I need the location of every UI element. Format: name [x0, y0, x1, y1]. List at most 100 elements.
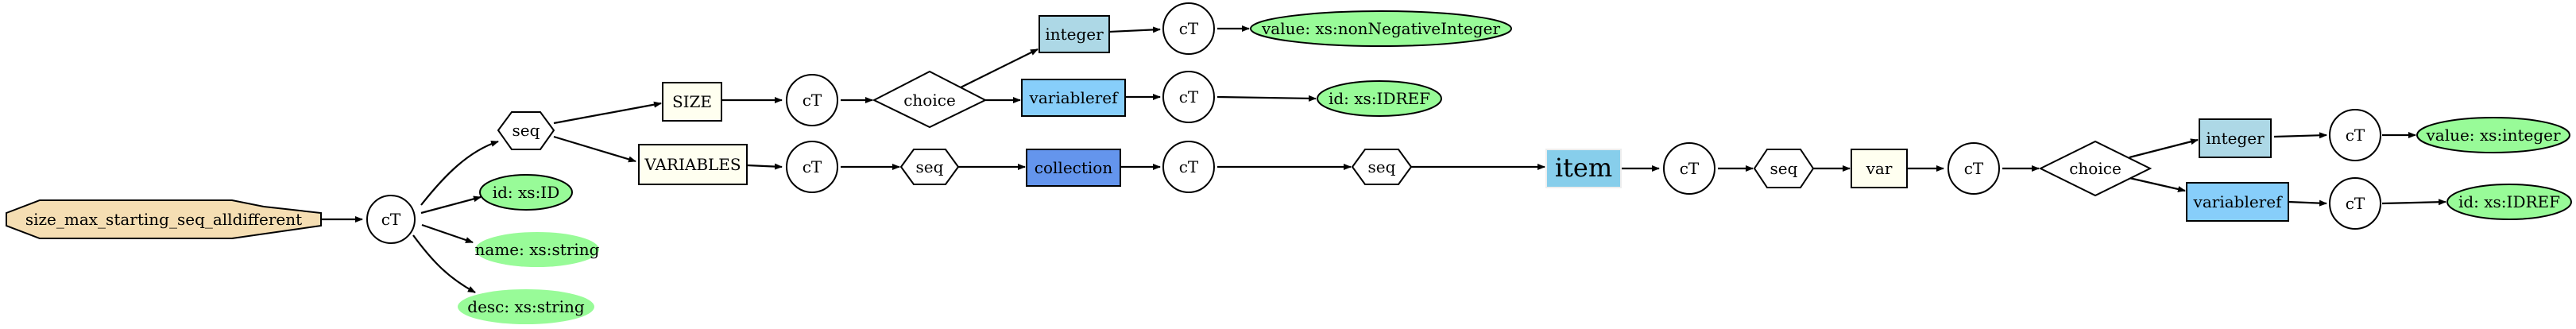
- size-box: [662, 82, 722, 122]
- var-box: [1851, 149, 1908, 188]
- choice1-node[interactable]: choice: [872, 70, 988, 129]
- ct-vars-label: cT: [803, 157, 822, 176]
- edge-ct-id: [420, 195, 482, 215]
- item-node[interactable]: item: [1545, 149, 1622, 188]
- choice1-label: choice: [903, 91, 956, 110]
- ct-varref2-circle: [2329, 177, 2381, 230]
- value-int-label: value: xs:integer: [2425, 126, 2561, 145]
- edge-choice2-integer2: [2129, 138, 2199, 159]
- seq4-hexagon: [1753, 149, 1815, 188]
- ct-vars-circle: [786, 141, 838, 193]
- ct-vars-node[interactable]: cT: [786, 141, 838, 193]
- integer2-box: [2199, 118, 2272, 158]
- attr-id-node[interactable]: id: xs:ID: [479, 174, 573, 211]
- edge-seq1-size: [553, 101, 662, 125]
- ct-collection-label: cT: [1179, 157, 1199, 176]
- choice1-diamond: [872, 70, 988, 129]
- ct-int2-label: cT: [2346, 126, 2365, 145]
- ct-varref2-node[interactable]: cT: [2329, 177, 2381, 230]
- variableref1-box: [1021, 79, 1126, 117]
- seq4-node[interactable]: seq: [1753, 149, 1815, 188]
- variables-node[interactable]: VARIABLES: [638, 144, 748, 185]
- integer1-node[interactable]: integer: [1039, 15, 1110, 53]
- edge-ct-id-idref2: [2381, 199, 2446, 206]
- root-node[interactable]: size_max_starting_seq_alldifferent: [6, 199, 322, 239]
- size-node[interactable]: SIZE: [662, 82, 722, 122]
- edge-ct-name: [421, 223, 474, 244]
- ct-varref1-node[interactable]: cT: [1162, 71, 1215, 123]
- ct-varref2-label: cT: [2346, 194, 2365, 213]
- seq2-label: seq: [916, 157, 944, 176]
- ct-var-node[interactable]: cT: [1947, 142, 2000, 195]
- ct-size-node[interactable]: cT: [786, 74, 838, 126]
- collection-label: collection: [1035, 158, 1113, 177]
- seq2-hexagon: [899, 149, 960, 185]
- ct-root-label: cT: [381, 210, 401, 229]
- collection-box: [1026, 149, 1121, 187]
- edge-ct-seq1: [420, 140, 499, 206]
- root-octagon-shape: [6, 199, 322, 239]
- ct-int1-label: cT: [1179, 19, 1199, 38]
- ct-root-node[interactable]: cT: [366, 195, 416, 244]
- ct-int1-node[interactable]: cT: [1162, 2, 1215, 55]
- value-nonneg-node[interactable]: value: xs:nonNegativeInteger: [1250, 10, 1512, 47]
- integer2-node[interactable]: integer: [2199, 118, 2272, 158]
- edge-choice1-integer1: [957, 48, 1039, 90]
- ct-var-circle: [1947, 142, 2000, 195]
- var-node[interactable]: var: [1851, 149, 1908, 188]
- variableref1-node[interactable]: variableref: [1021, 79, 1126, 117]
- edge-integer2-ct: [2273, 132, 2327, 139]
- id-idref2-label: id: xs:IDREF: [2458, 192, 2560, 211]
- item-label: item: [1555, 153, 1612, 183]
- attr-name-node[interactable]: name: xs:string: [475, 232, 600, 267]
- seq2-node[interactable]: seq: [899, 149, 960, 185]
- integer1-label: integer: [1045, 25, 1104, 44]
- seq3-node[interactable]: seq: [1351, 149, 1413, 185]
- seq3-label: seq: [1368, 157, 1396, 176]
- edge-variableref2-ct: [2288, 199, 2327, 207]
- edge-choice2-variableref2: [2129, 176, 2186, 192]
- variables-label: VARIABLES: [644, 155, 741, 174]
- attr-name-label: name: xs:string: [475, 240, 600, 259]
- ct-var-label: cT: [1964, 159, 1984, 178]
- ct-root-circle: [366, 195, 416, 244]
- variableref2-box: [2186, 182, 2289, 222]
- choice2-node[interactable]: choice: [2038, 140, 2152, 197]
- var-label: var: [1866, 159, 1893, 178]
- edge-integer1-ct: [1108, 26, 1161, 33]
- choice2-label: choice: [2069, 159, 2122, 178]
- attr-desc-node[interactable]: desc: xs:string: [458, 289, 594, 324]
- ct-size-circle: [786, 74, 838, 126]
- collection-node[interactable]: collection: [1026, 149, 1121, 187]
- seq1-node[interactable]: seq: [497, 111, 555, 150]
- ct-collection-circle: [1162, 141, 1215, 193]
- ct-size-label: cT: [803, 91, 822, 110]
- seq1-label: seq: [512, 121, 540, 140]
- variableref2-node[interactable]: variableref: [2186, 182, 2289, 222]
- value-nonneg-ellipse: [1250, 10, 1512, 47]
- edge-ct-id-idref1: [1216, 95, 1317, 102]
- value-int-ellipse: [2416, 117, 2570, 153]
- root-label: size_max_starting_seq_alldifferent: [25, 210, 302, 229]
- ct-item-circle: [1663, 142, 1715, 195]
- ct-varref1-label: cT: [1179, 87, 1199, 106]
- size-label: SIZE: [672, 92, 712, 111]
- ct-collection-node[interactable]: cT: [1162, 141, 1215, 193]
- value-int-node[interactable]: value: xs:integer: [2416, 117, 2570, 153]
- id-idref1-node[interactable]: id: xs:IDREF: [1317, 80, 1442, 117]
- ct-int2-node[interactable]: cT: [2329, 109, 2381, 161]
- edge-seq1-variables: [553, 135, 636, 163]
- seq3-hexagon: [1351, 149, 1413, 185]
- choice2-diamond: [2038, 140, 2152, 197]
- ct-int2-circle: [2329, 109, 2381, 161]
- integer1-box: [1039, 15, 1110, 53]
- edges: [321, 25, 2446, 293]
- ct-item-node[interactable]: cT: [1663, 142, 1715, 195]
- id-idref2-node[interactable]: id: xs:IDREF: [2446, 184, 2572, 220]
- variables-box: [638, 144, 748, 185]
- edge-variables-ct: [746, 163, 783, 170]
- attr-name-ellipse: [475, 232, 599, 267]
- attr-id-ellipse: [479, 174, 573, 211]
- ct-varref1-circle: [1162, 71, 1215, 123]
